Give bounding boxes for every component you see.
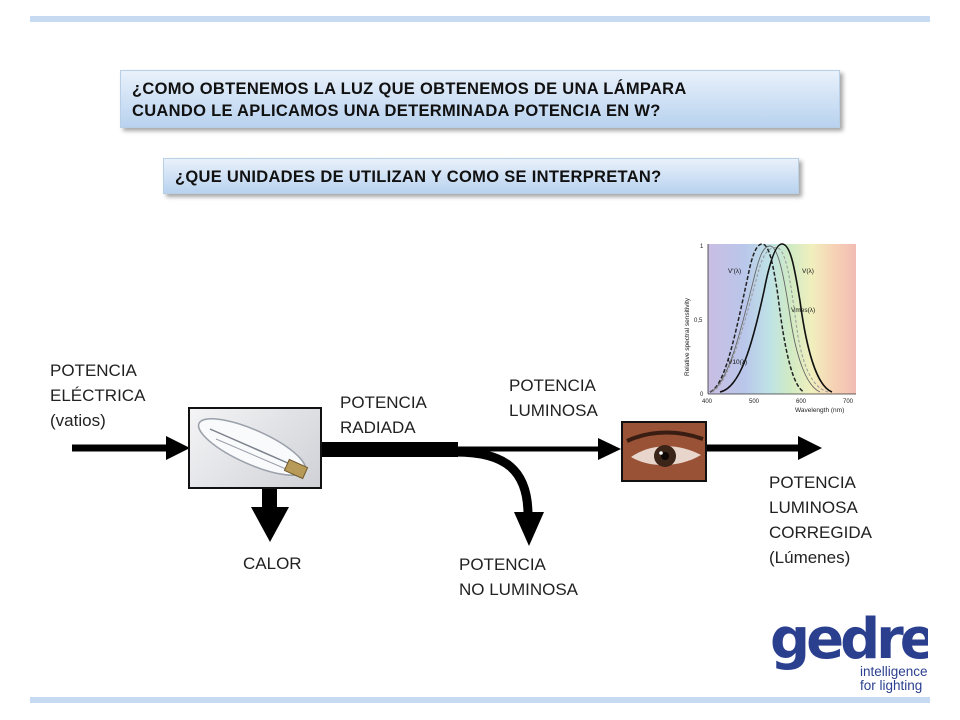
output-arrow-head bbox=[798, 436, 822, 460]
non-luminous-power-label: POTENCIA NO LUMINOSA bbox=[459, 552, 578, 602]
logo-wordmark: gedre bbox=[770, 607, 928, 672]
x-tick-500: 500 bbox=[749, 399, 760, 405]
photopic-curve bbox=[719, 243, 833, 393]
y-tick-0: 0 bbox=[700, 392, 704, 398]
x-tick-400: 400 bbox=[702, 399, 713, 405]
question-units-text: ¿QUE UNIDADES DE UTILIZAN Y COMO SE INTE… bbox=[175, 168, 662, 186]
v10-curve bbox=[709, 245, 821, 393]
radiated-power-line-1: POTENCIA bbox=[340, 393, 427, 412]
lamp-photo bbox=[188, 407, 322, 489]
graph-xlabel: Wavelength (nm) bbox=[795, 407, 844, 414]
logo-tagline-2: for lighting bbox=[860, 678, 922, 693]
graph-ylabel: Relative spectral sensitivity bbox=[684, 297, 691, 376]
mesopic-curve bbox=[711, 247, 829, 393]
y-tick-half: 0,5 bbox=[694, 318, 703, 324]
heat-label: CALOR bbox=[243, 551, 302, 576]
luminous-power-line-2: LUMINOSA bbox=[509, 401, 598, 420]
corrected-luminous-power-label: POTENCIA LUMINOSA CORREGIDA (Lúmenes) bbox=[769, 470, 872, 570]
corrected-power-line-1: POTENCIA bbox=[769, 473, 856, 492]
question-line-1: ¿COMO OBTENEMOS LA LUZ QUE OBTENEMOS DE … bbox=[132, 80, 687, 98]
luminous-power-label: POTENCIA LUMINOSA bbox=[509, 373, 598, 423]
heat-arrow-head bbox=[251, 507, 289, 542]
question-box-main: ¿COMO OBTENEMOS LA LUZ QUE OBTENEMOS DE … bbox=[120, 70, 840, 128]
label-v-prime: V'(λ) bbox=[728, 268, 741, 275]
heat-arrow-shaft bbox=[262, 489, 277, 509]
heat-label-text: CALOR bbox=[243, 554, 302, 573]
label-vmes: Vmes(λ) bbox=[791, 307, 815, 314]
luminous-power-line-1: POTENCIA bbox=[509, 376, 596, 395]
x-tick-600: 600 bbox=[796, 399, 807, 405]
corrected-power-unit: (Lúmenes) bbox=[769, 548, 851, 567]
y-tick-1: 1 bbox=[700, 244, 704, 250]
radiated-power-label: POTENCIA RADIADA bbox=[340, 390, 427, 440]
non-luminous-arrow-shaft bbox=[455, 447, 533, 516]
eye-photo bbox=[621, 421, 707, 482]
corrected-power-line-3: CORREGIDA bbox=[769, 523, 872, 542]
eye-icon bbox=[623, 423, 705, 480]
spectral-sensitivity-graph: Relative spectral sensitivity 0 0,5 1 40… bbox=[684, 243, 856, 414]
non-luminous-power-line-1: POTENCIA bbox=[459, 555, 546, 574]
electrical-power-label: POTENCIA ELÉCTRICA (vatios) bbox=[50, 358, 145, 433]
electrical-power-line-1: POTENCIA bbox=[50, 361, 137, 380]
input-arrow-head bbox=[166, 436, 190, 460]
light-bulb-icon bbox=[197, 418, 309, 480]
label-v: V(λ) bbox=[802, 268, 814, 275]
non-luminous-power-line-2: NO LUMINOSA bbox=[459, 580, 579, 599]
label-v10: V10(λ) bbox=[728, 359, 747, 366]
gedre-logo: gedre intelligence for lighting bbox=[768, 600, 940, 695]
top-divider bbox=[30, 16, 930, 22]
logo-tagline-1: intelligence bbox=[860, 664, 928, 679]
question-line-2: CUANDO LE APLICAMOS UNA DETERMINADA POTE… bbox=[132, 102, 661, 120]
radiated-power-line-2: RADIADA bbox=[340, 418, 416, 437]
x-tick-700: 700 bbox=[843, 399, 854, 405]
radiated-bar bbox=[322, 442, 458, 457]
bottom-divider bbox=[30, 697, 930, 703]
electrical-power-unit: (vatios) bbox=[50, 411, 106, 430]
non-luminous-arrow-head bbox=[514, 512, 544, 546]
question-box-units: ¿QUE UNIDADES DE UTILIZAN Y COMO SE INTE… bbox=[163, 158, 799, 194]
spectrum-background bbox=[708, 244, 856, 394]
gedre-logo-mark: gedre intelligence for lighting bbox=[770, 607, 940, 693]
corrected-power-line-2: LUMINOSA bbox=[769, 498, 858, 517]
electrical-power-line-2: ELÉCTRICA bbox=[50, 386, 146, 405]
luminous-arrow-head bbox=[598, 438, 621, 460]
